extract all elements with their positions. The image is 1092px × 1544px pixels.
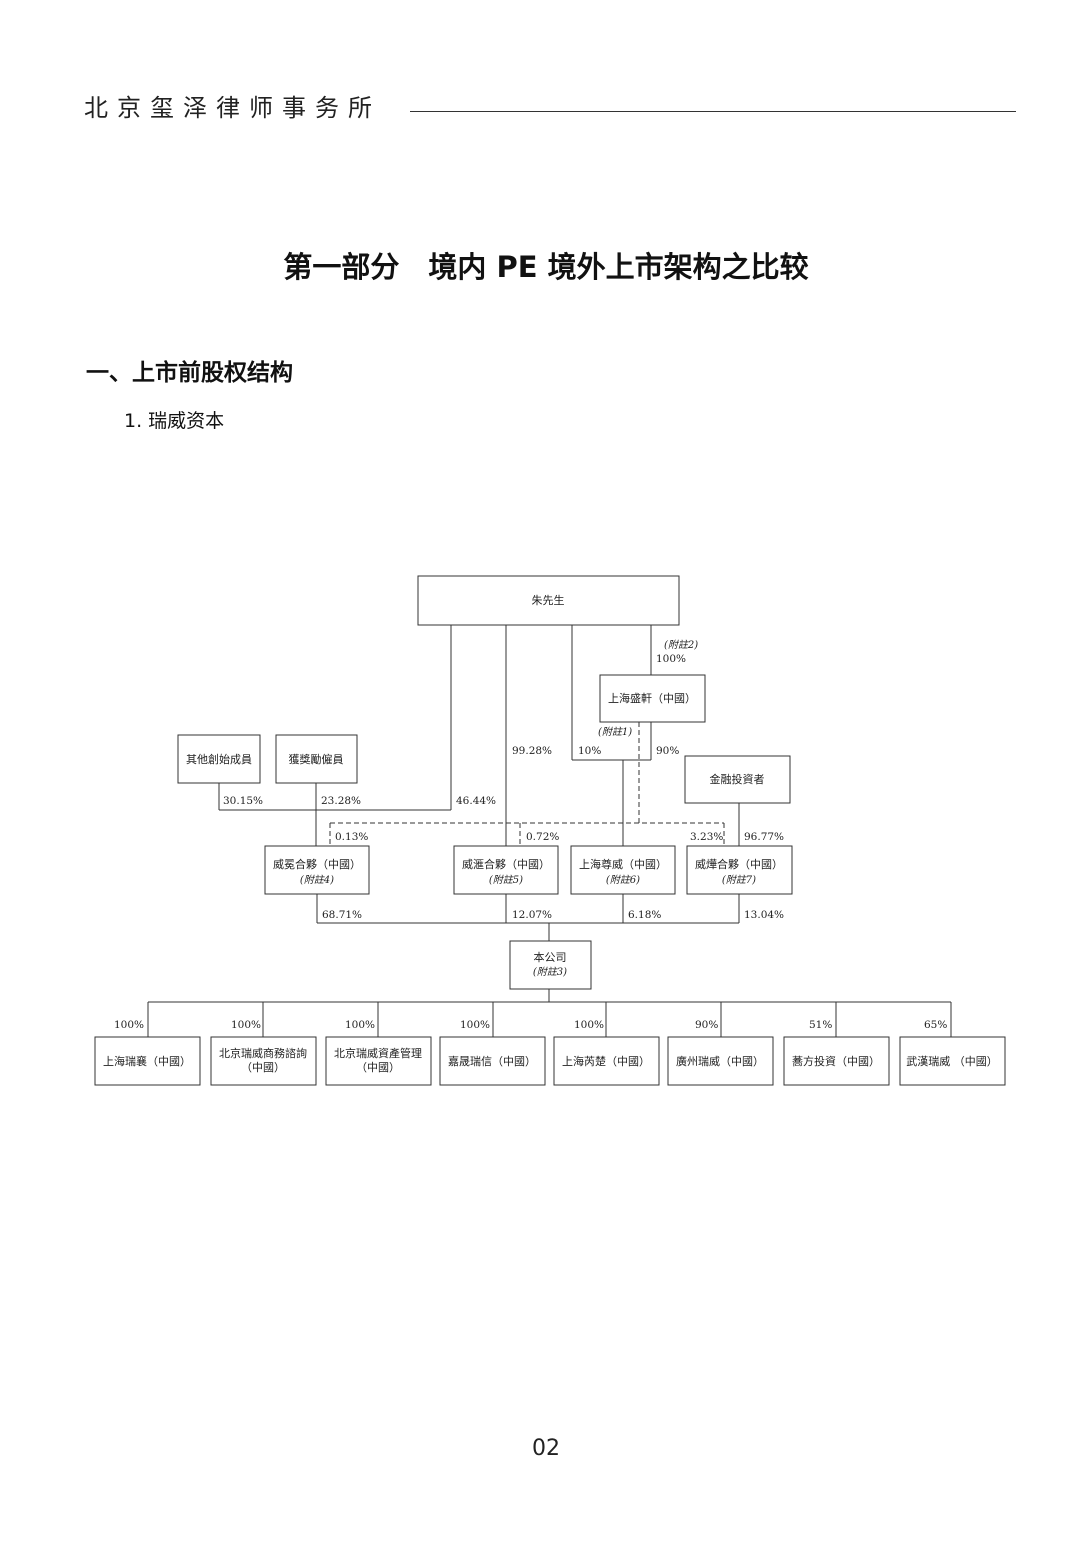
pct-sub-1: 100% xyxy=(114,1019,144,1031)
pct-jinrong-weiye: 96.77% xyxy=(744,831,784,843)
node-weiye: 威燁合夥（中國） xyxy=(695,857,783,871)
node-sub-6-box xyxy=(667,1036,774,1086)
node-zhu: 朱先生 xyxy=(532,593,565,607)
pct-shengxuan-zunwei: 90% xyxy=(656,745,679,757)
pct-sub-7: 51% xyxy=(809,1019,832,1031)
node-zunwei-box xyxy=(570,845,676,895)
node-company-box xyxy=(509,940,592,990)
node-sub-3-box xyxy=(325,1036,432,1086)
pct-zhu-zunwei: 10% xyxy=(578,745,601,757)
subsection-title: 1. 瑞威资本 xyxy=(124,410,225,432)
pct-sub-2: 100% xyxy=(231,1019,261,1031)
pct-zhu-weihui: 99.28% xyxy=(512,745,552,757)
connector-lines xyxy=(147,625,952,1037)
note-5: (附註5) xyxy=(489,874,523,886)
node-zhu-box xyxy=(417,575,680,626)
node-weiyu: 威冕合夥（中國） xyxy=(273,857,361,871)
pct-qita-weiyu: 30.15% xyxy=(223,795,263,807)
pct-sub-3: 100% xyxy=(345,1019,375,1031)
pct-sub-5: 100% xyxy=(574,1019,604,1031)
pct-gp-weihui: 0.72% xyxy=(526,831,559,843)
pct-weihui-company: 12.07% xyxy=(512,909,552,921)
node-shengxuan-box xyxy=(599,674,706,723)
header-rule xyxy=(410,111,1016,112)
pct-sub-6: 90% xyxy=(695,1019,718,1031)
pct-sub-8: 65% xyxy=(924,1019,947,1031)
node-zunwei: 上海尊威（中國） xyxy=(579,857,667,871)
node-sub-1: 上海瑞襄（中國） xyxy=(103,1054,191,1068)
firm-name: 北京玺泽律师事务所 xyxy=(84,94,381,122)
node-huojiang: 獲獎勵僱員 xyxy=(289,752,344,766)
node-qita: 其他創始成員 xyxy=(186,752,252,766)
note-4: (附註4) xyxy=(300,874,334,886)
note-3: (附註3) xyxy=(533,966,567,978)
node-sub-4-box xyxy=(439,1036,546,1086)
pct-zhu-shengxuan: 100% xyxy=(656,653,686,665)
node-weiye-box xyxy=(686,845,793,895)
node-sub-5-box xyxy=(553,1036,660,1086)
node-sub-8: 武漢瑞威 （中國） xyxy=(906,1054,998,1068)
note-1: (附註1) xyxy=(598,726,632,738)
node-weihui: 威滙合夥（中國） xyxy=(462,857,550,871)
page-number: 02 xyxy=(532,1436,560,1461)
node-sub-6: 廣州瑞威（中國） xyxy=(676,1054,764,1068)
node-sub-7-box xyxy=(783,1036,890,1086)
node-qita-box xyxy=(177,734,261,784)
node-sub-2-box xyxy=(210,1036,317,1086)
node-jinrong-box xyxy=(684,755,791,804)
node-sub-7: 蕎方投資（中國） xyxy=(792,1054,880,1068)
node-weiyu-box xyxy=(264,845,370,895)
node-company: 本公司 xyxy=(534,950,567,964)
node-sub-2-line2: （中國） xyxy=(241,1061,285,1074)
section-title: 一、上市前股权结构 xyxy=(86,360,293,386)
pct-weiye-company: 13.04% xyxy=(744,909,784,921)
node-sub-3-line2: （中國） xyxy=(356,1061,400,1074)
node-sub-3-line1: 北京瑞威資產管理 xyxy=(334,1046,422,1060)
node-sub-5: 上海芮楚（中國） xyxy=(562,1054,650,1068)
part-title: 第一部分 境内 PE 境外上市架构之比较 xyxy=(283,250,809,284)
pct-gp-weiye: 3.23% xyxy=(690,831,723,843)
node-sub-4: 嘉晟瑞信（中國） xyxy=(448,1054,536,1068)
pct-huojiang-weiyu: 23.28% xyxy=(321,795,361,807)
pct-weiyu-company: 68.71% xyxy=(322,909,362,921)
node-shengxuan: 上海盛軒（中國） xyxy=(608,691,696,705)
pct-sub-4: 100% xyxy=(460,1019,490,1031)
pct-zhu-weiyu: 46.44% xyxy=(456,795,496,807)
pct-zunwei-company: 6.18% xyxy=(628,909,661,921)
node-sub-8-box xyxy=(899,1036,1006,1086)
note-2: (附註2) xyxy=(664,639,698,651)
node-jinrong: 金融投資者 xyxy=(710,772,765,786)
note-7: (附註7) xyxy=(722,874,756,886)
node-sub-2-line1: 北京瑞威商務諮詢 xyxy=(219,1046,307,1060)
node-sub-1-box xyxy=(94,1036,201,1086)
node-weihui-box xyxy=(453,845,559,895)
note-6: (附註6) xyxy=(606,874,640,886)
pct-gp-weiyu: 0.13% xyxy=(335,831,368,843)
node-huojiang-box xyxy=(275,734,358,784)
